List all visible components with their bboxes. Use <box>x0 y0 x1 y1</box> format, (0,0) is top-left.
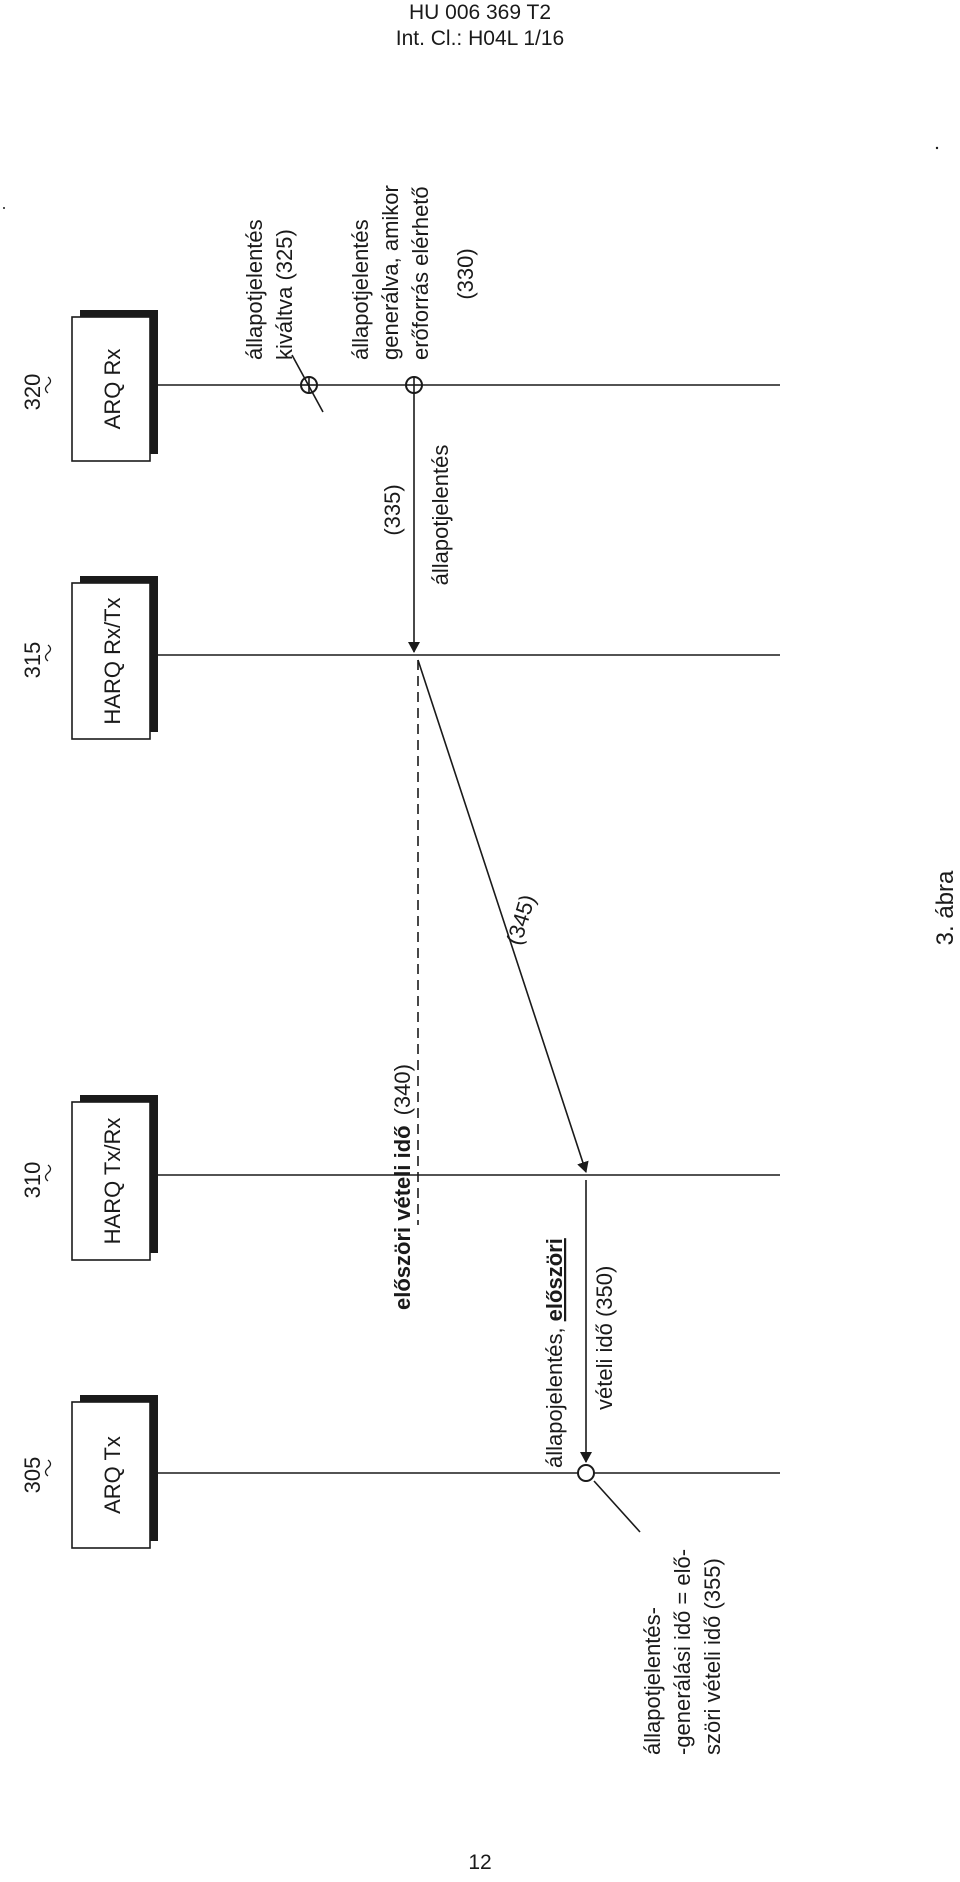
message-arrow-345 <box>417 659 589 1173</box>
annotation-340: előszöri vételi idő (340) <box>390 1064 415 1310</box>
entity-label-310: HARQ Tx/Rx <box>100 1118 125 1245</box>
annotation-355-line2: -generálási idő = elő- <box>670 1549 695 1755</box>
entity-ref-305: 305 <box>20 1457 45 1494</box>
annotation-325-line2: kiváltva (325) <box>272 229 297 360</box>
figure-caption: 3. ábra <box>932 870 959 945</box>
trigger-tick-325 <box>291 354 324 413</box>
annotation-350-text-a: állapojelentés, <box>542 1327 567 1468</box>
entity-ref-315: 315 <box>20 642 45 679</box>
entity-label-315: HARQ Rx/Tx <box>100 597 125 724</box>
annotation-335-label: állapotjelentés <box>428 445 453 586</box>
entity-box-310: HARQ Tx/Rx 310 <box>20 1095 158 1261</box>
entity-ref-310: 310 <box>20 1162 45 1199</box>
annotation-330-line3: erőforrás elérhető <box>408 186 433 360</box>
annotation-350-text-b: előszöri <box>542 1238 567 1321</box>
leader-line-355 <box>593 1480 641 1533</box>
annotation-355-line3: szöri vételi idő (355) <box>700 1558 725 1755</box>
annotation-345-ref: (345) <box>501 892 540 948</box>
page-header: HU 006 369 T2 Int. Cl.: H04L 1/16 <box>0 0 960 52</box>
annotation-330-line1: állapotjelentés <box>348 219 373 360</box>
event-marker-355 <box>577 1464 595 1482</box>
page-number: 12 <box>468 1851 492 1874</box>
annotation-355-line1: állapotjelentés- <box>640 1607 665 1755</box>
annotation-350-line2: vételi idő (350) <box>592 1266 617 1410</box>
entity-box-315: HARQ Rx/Tx 315 <box>20 576 158 740</box>
entity-box-320: ARQ Rx 320 <box>20 310 158 462</box>
annotation-325-line1: állapotjelentés <box>242 219 267 360</box>
annotation-330-line2: generálva, amikor <box>378 185 403 360</box>
annotation-350-line1: állapojelentés, előszöri <box>542 1238 567 1468</box>
entity-box-305: ARQ Tx 305 <box>20 1395 158 1549</box>
annotation-335-ref: (335) <box>380 484 405 535</box>
annotation-330-line4: (330) <box>453 248 478 299</box>
annotation-340-text: előszöri vételi idő <box>390 1125 415 1310</box>
entity-ref-320: 320 <box>20 374 45 411</box>
entity-label-305: ARQ Tx <box>100 1436 125 1514</box>
annotation-340-ref: (340) <box>390 1064 415 1115</box>
document-number: HU 006 369 T2 <box>408 1 552 24</box>
classification-code: Int. Cl.: H04L 1/16 <box>395 27 565 50</box>
entity-label-320: ARQ Rx <box>100 349 125 430</box>
